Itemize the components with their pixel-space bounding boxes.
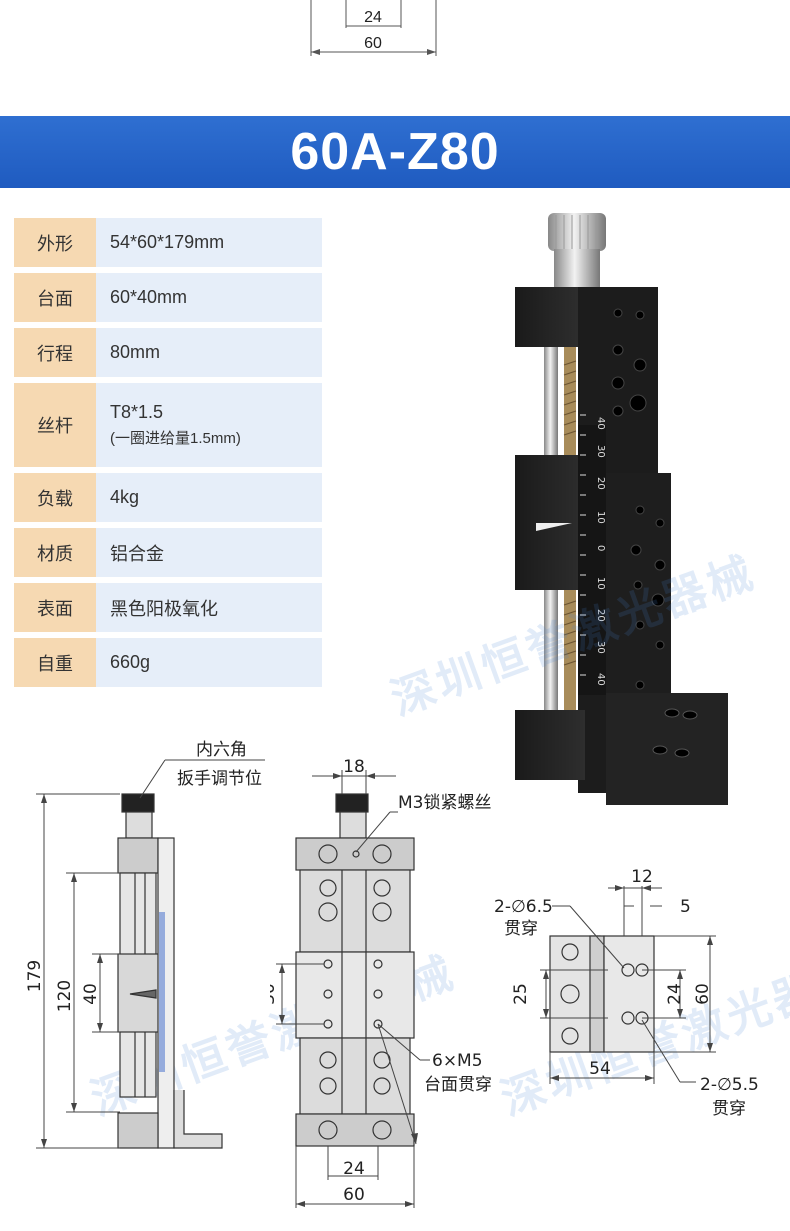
front-dim-top: 18: [343, 757, 365, 777]
spec-row-weight: 自重 660g: [14, 638, 322, 687]
side-dim-table: 40: [81, 983, 101, 1005]
model-title: 60A-Z80: [290, 123, 500, 181]
m5-callout-line1: 6×M5: [432, 1051, 483, 1071]
base-dim-12: 12: [631, 867, 653, 887]
top-dimension-fragment: 24 60: [310, 0, 437, 56]
spec-label: 台面: [14, 273, 96, 322]
spec-value-text: 60*40mm: [110, 287, 188, 307]
scale-strip: [578, 425, 606, 695]
spec-label: 行程: [14, 328, 96, 377]
spec-value-text: 铝合金: [110, 543, 164, 564]
spec-value-text: 80mm: [110, 342, 161, 362]
hole-55-callout-line2: 贯穿: [712, 1099, 746, 1119]
spec-value-text: 54*60*179mm: [110, 232, 225, 252]
base-left: [515, 710, 585, 780]
scale-mark: 20: [595, 609, 606, 622]
spec-table: 外形 54*60*179mm 台面 60*40mm 行程 80mm 丝杆 T8*…: [14, 218, 322, 693]
base-dim-60: 60: [693, 983, 713, 1005]
scale-mark: 0: [595, 545, 606, 551]
spec-value: 54*60*179mm: [96, 218, 322, 267]
m5-callout-line2: 台面贯穿: [424, 1075, 492, 1095]
spec-label: 丝杆: [14, 383, 96, 467]
pointer-mark: [536, 523, 572, 531]
side-dim-travel: 120: [55, 980, 75, 1012]
spec-value: 铝合金: [96, 528, 322, 577]
spec-value: 黑色阳极氧化: [96, 583, 322, 632]
spec-value-subtext: (一圈进给量1.5mm): [110, 430, 241, 447]
spec-label: 负载: [14, 473, 96, 522]
front-view-drawing: 18 M3锁紧螺丝 30 6×M5 台面贯穿 24 60: [270, 757, 492, 1208]
scale-mark: 20: [595, 477, 606, 490]
spec-value: 60*40mm: [96, 273, 322, 322]
base-dim-54: 54: [589, 1059, 611, 1079]
spec-row-screw: 丝杆 T8*1.5 (一圈进给量1.5mm): [14, 383, 322, 467]
hole-55-callout-line1: 2-∅5.5: [700, 1075, 759, 1095]
front-dim-outer: 60: [343, 1185, 365, 1205]
spec-row-table: 台面 60*40mm: [14, 273, 322, 322]
spec-value-text: T8*1.5: [110, 402, 164, 422]
top-dim-outer: 60: [364, 35, 382, 52]
spec-value: 4kg: [96, 473, 322, 522]
hole-65-callout-line2: 贯穿: [504, 919, 538, 939]
hex-key-callout-line2: 扳手调节位: [177, 769, 262, 789]
spec-label: 自重: [14, 638, 96, 687]
knob-knurl: [548, 213, 606, 251]
scale-mark: 40: [595, 673, 606, 686]
scale-mark: 40: [595, 417, 606, 430]
knob-shaft: [554, 249, 600, 287]
spec-label: 材质: [14, 528, 96, 577]
base-dim-5: 5: [680, 897, 691, 917]
hex-key-callout-line1: 内六角: [196, 740, 247, 760]
spec-value: T8*1.5 (一圈进给量1.5mm): [96, 383, 322, 467]
scale-mark: 30: [595, 641, 606, 654]
product-image: 40 30 20 10 0 10 20 30 40: [515, 213, 728, 805]
front-dim-holes: 30: [270, 983, 279, 1005]
spec-label: 外形: [14, 218, 96, 267]
spec-value-text: 黑色阳极氧化: [110, 598, 218, 619]
spec-row-surface: 表面 黑色阳极氧化: [14, 583, 322, 632]
spec-row-load: 负载 4kg: [14, 473, 322, 522]
side-view-drawing: 179 120 40 内六角 扳手调节位: [25, 740, 265, 1149]
base-dim-25: 25: [511, 983, 531, 1005]
hole-65-callout-line1: 2-∅6.5: [494, 897, 553, 917]
spec-row-size: 外形 54*60*179mm: [14, 218, 322, 267]
spec-row-material: 材质 铝合金: [14, 528, 322, 577]
model-banner: 60A-Z80: [0, 116, 790, 188]
carriage-block: [515, 455, 585, 590]
base-dim-24: 24: [665, 983, 685, 1005]
screw-callout: M3锁紧螺丝: [398, 793, 491, 813]
spec-value: 660g: [96, 638, 322, 687]
top-dim-inner: 24: [364, 9, 382, 26]
spec-value-text: 4kg: [110, 487, 140, 507]
spec-label: 表面: [14, 583, 96, 632]
spec-value-text: 660g: [110, 652, 151, 672]
spec-value: 80mm: [96, 328, 322, 377]
scale-mark: 10: [595, 511, 606, 524]
top-block: [515, 287, 580, 347]
spec-row-travel: 行程 80mm: [14, 328, 322, 377]
side-dim-total: 179: [25, 960, 45, 992]
base-view-drawing: 12 5 2-∅6.5 贯穿 25 24 60 54 2-∅5.5 贯穿: [494, 867, 759, 1119]
scale-mark: 10: [595, 577, 606, 590]
scale-mark: 30: [595, 445, 606, 458]
front-dim-inner: 24: [343, 1159, 365, 1179]
